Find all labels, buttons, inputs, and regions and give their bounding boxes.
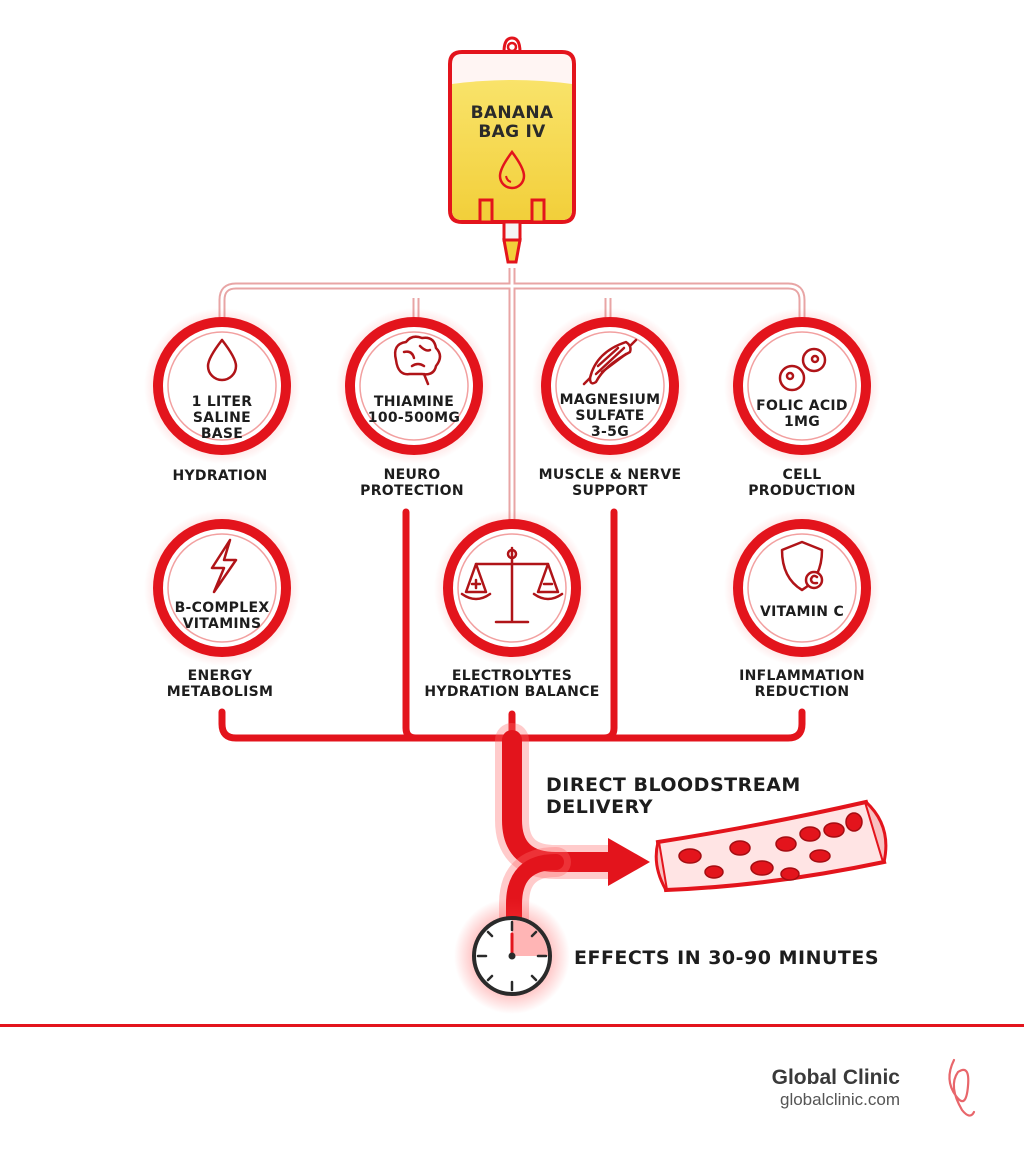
- component-label-vitaminc: VITAMIN C: [760, 604, 844, 620]
- blood-vessel-icon: [654, 799, 888, 893]
- benefit-line: NEURO: [383, 467, 441, 483]
- benefit-line: MUSCLE & NERVE: [538, 467, 682, 483]
- label-line: B-COMPLEX: [174, 600, 270, 616]
- benefit-line: PROTECTION: [360, 483, 464, 499]
- component-label-magnesium: MAGNESIUM SULFATE 3-5G: [560, 392, 661, 440]
- delivery-line2: DELIVERY: [546, 796, 653, 818]
- label-line: 1MG: [783, 414, 821, 430]
- lightning-icon: [210, 538, 238, 594]
- benefit-label-vitaminc: INFLAMMATION REDUCTION: [739, 668, 865, 700]
- label-line: 100-500MG: [367, 410, 461, 426]
- shield-icon: [780, 540, 824, 592]
- benefit-label-bcomplex: ENERGY METABOLISM: [167, 668, 274, 700]
- clock-icon: [454, 898, 570, 1014]
- benefit-label-saline: HYDRATION: [172, 468, 267, 484]
- drop-icon: [206, 338, 238, 382]
- label-line: VITAMIN C: [759, 604, 845, 620]
- label-line: SULFATE: [575, 408, 645, 424]
- iv-bag: [448, 36, 576, 264]
- benefit-label-thiamine: NEURO PROTECTION: [360, 467, 464, 499]
- effects-label: EFFECTS IN 30-90 MINUTES: [574, 947, 879, 969]
- brain-icon: [393, 335, 442, 386]
- label-line: SALINE: [192, 410, 252, 426]
- component-label-thiamine: THIAMINE 100-500MG: [368, 394, 460, 426]
- bag-label-line2: BAG IV: [478, 122, 546, 142]
- footer-divider: [0, 1024, 1024, 1027]
- bag-label-line1: BANANA: [470, 103, 554, 123]
- component-label-bcomplex: B-COMPLEX VITAMINS: [175, 600, 270, 632]
- benefit-line: HYDRATION: [172, 468, 268, 484]
- benefit-line: METABOLISM: [166, 684, 274, 700]
- label-line: THIAMINE: [373, 394, 455, 410]
- benefit-label-folic: CELL PRODUCTION: [748, 467, 856, 499]
- label-line: FOLIC ACID: [756, 398, 848, 414]
- cell-icon: [778, 347, 827, 392]
- circle-bcomplex: [144, 510, 300, 666]
- arrow-head: [608, 838, 650, 886]
- component-label-saline: 1 LITER SALINE BASE: [192, 394, 253, 442]
- label-line: 3-5G: [591, 424, 629, 440]
- circle-vitaminc: [724, 510, 880, 666]
- benefit-line: INFLAMMATION: [739, 668, 865, 684]
- component-label-folic: FOLIC ACID 1MG: [756, 398, 848, 430]
- label-line: 1 LITER: [191, 394, 253, 410]
- footer-brand-url[interactable]: globalclinic.com: [780, 1090, 900, 1109]
- benefit-line: SUPPORT: [572, 483, 648, 499]
- label-line: VITAMINS: [182, 616, 262, 632]
- delivery-line1: DIRECT BLOODSTREAM: [546, 774, 801, 796]
- muscle-icon: [582, 338, 638, 386]
- benefit-line: REDUCTION: [754, 684, 850, 700]
- label-line: BASE: [200, 426, 244, 442]
- label-line: MAGNESIUM: [559, 392, 661, 408]
- benefit-line: PRODUCTION: [748, 483, 856, 499]
- bag-label: BANANA BAG IV: [471, 104, 554, 142]
- benefit-line: ELECTROLYTES: [451, 668, 573, 684]
- scale-icon: [460, 546, 564, 624]
- circle-saline: [144, 308, 300, 464]
- benefit-line: HYDRATION BALANCE: [424, 684, 600, 700]
- footer-brand-name: Global Clinic: [771, 1066, 900, 1089]
- benefit-line: ENERGY: [187, 668, 253, 684]
- effects-text: EFFECTS IN 30-90 MINUTES: [574, 947, 880, 969]
- clinic-logo: [948, 1058, 976, 1117]
- circle-magnesium: [532, 308, 688, 464]
- benefit-label-electrolytes: ELECTROLYTES HYDRATION BALANCE: [424, 668, 599, 700]
- delivery-label: DIRECT BLOODSTREAM DELIVERY: [546, 774, 801, 818]
- circle-thiamine: [336, 308, 492, 464]
- drop-icon: [498, 149, 526, 190]
- benefit-line: CELL: [782, 467, 822, 483]
- benefit-label-magnesium: MUSCLE & NERVE SUPPORT: [539, 467, 682, 499]
